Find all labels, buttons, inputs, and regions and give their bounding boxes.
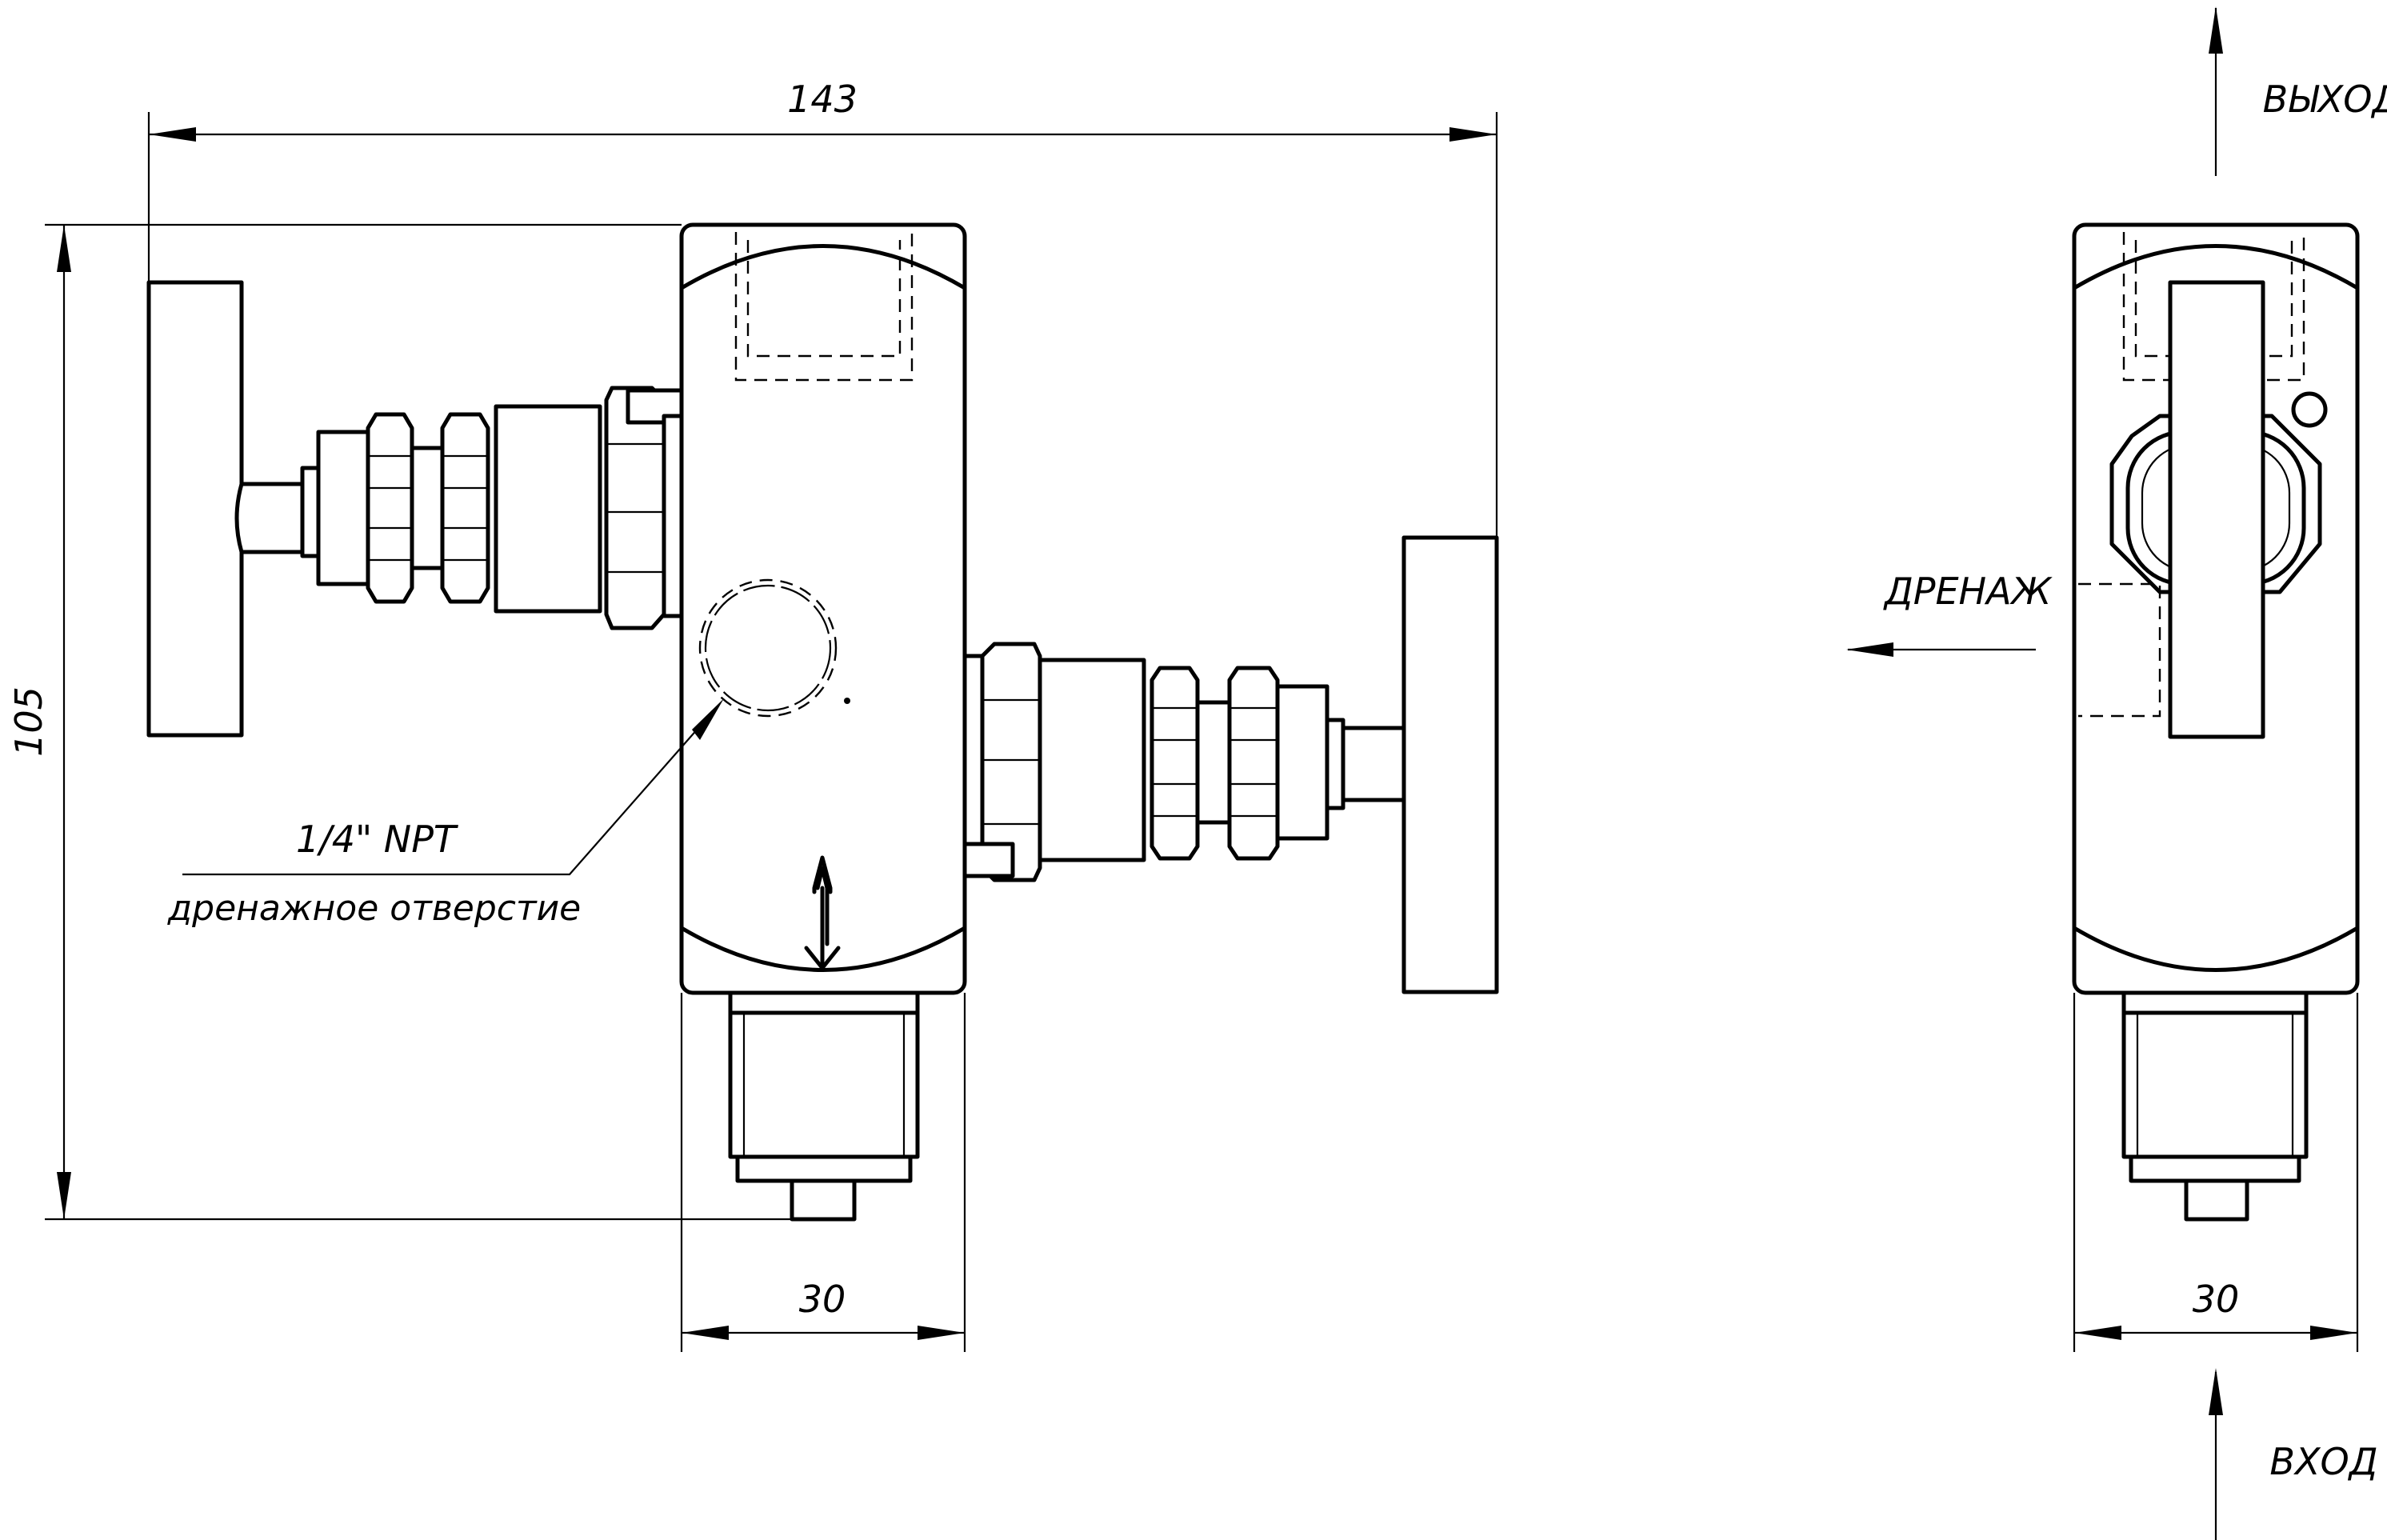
thread-label: 1/4" NPT	[296, 818, 459, 861]
drain-hole-label: дренажное отверстие	[167, 888, 582, 929]
left-valve-assembly	[146, 280, 684, 738]
outlet-arrow	[2209, 6, 2223, 176]
dimension-body-width-side	[2073, 993, 2359, 1352]
dim-30-side-label: 30	[2193, 1278, 2240, 1321]
side-inlet-fitting	[2121, 990, 2309, 1222]
right-hex-nut-2	[1227, 666, 1280, 861]
dimension-height	[45, 223, 792, 1221]
left-hex-nut-2	[440, 412, 490, 604]
drain-arrow	[1846, 642, 2036, 657]
inlet-arrow	[2209, 1368, 2223, 1540]
right-body-nut	[962, 642, 1042, 882]
front-view	[146, 222, 1499, 1222]
inlet-label: ВХОД	[2269, 1440, 2377, 1483]
flow-arrow	[804, 855, 841, 970]
dimension-body-width-front	[680, 993, 966, 1352]
dim-105-label: 105	[7, 686, 50, 757]
dim-143-label: 143	[787, 78, 858, 121]
valve-body	[679, 222, 967, 995]
right-handwheel	[1401, 535, 1499, 994]
right-stem	[1341, 726, 1411, 802]
drain-label: ДРЕНАЖ	[1883, 570, 2053, 613]
outlet-label: ВЫХОД	[2263, 78, 2387, 121]
right-valve-assembly	[962, 535, 1499, 994]
left-stem	[234, 482, 305, 554]
front-inlet-fitting	[728, 990, 920, 1222]
left-handwheel	[146, 280, 244, 738]
left-hex-nut-1	[366, 412, 414, 604]
dim-30-front-label: 30	[799, 1278, 846, 1321]
side-handwheel	[2168, 280, 2265, 739]
dimension-overall-width	[147, 112, 1498, 538]
right-hex-nut-1	[1150, 666, 1200, 861]
side-indicator-circle	[2291, 391, 2328, 428]
side-view	[2072, 222, 2360, 1222]
drain-hole-leader	[182, 698, 724, 876]
